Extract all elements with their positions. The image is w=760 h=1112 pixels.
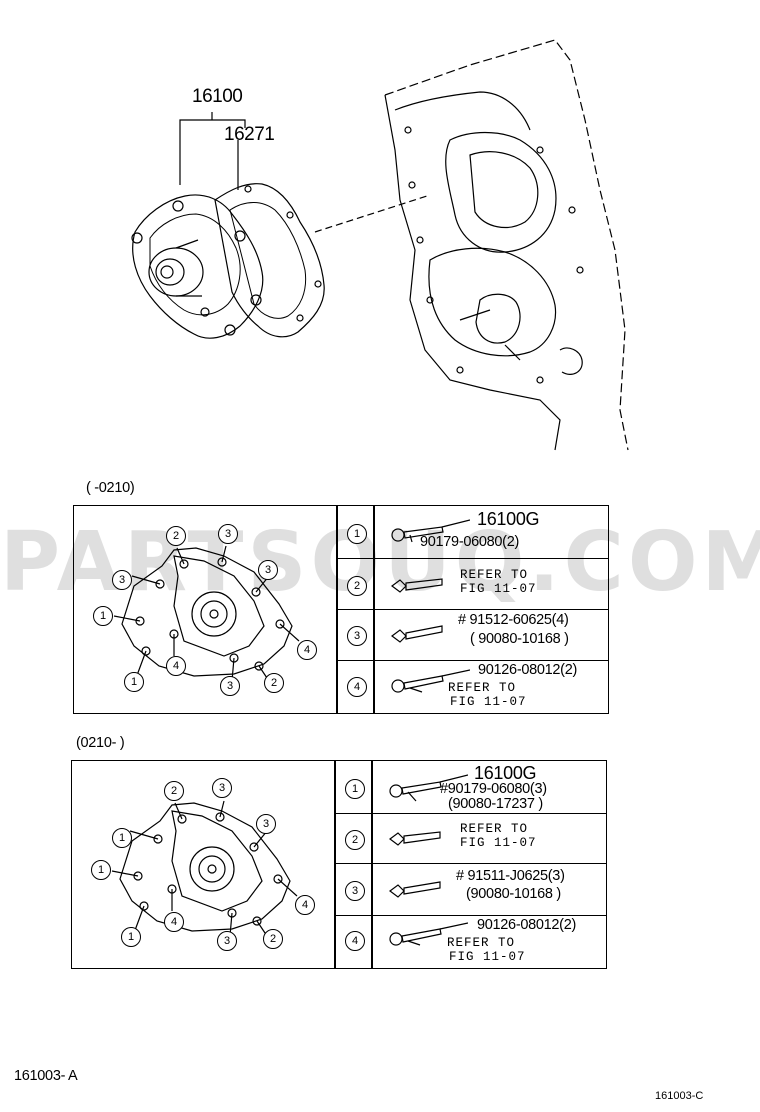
s2-r3-line2: (90080-10168 ) [466, 886, 561, 902]
section1-row-1 [338, 506, 608, 559]
row-callout-4: 4 [347, 677, 367, 697]
section2-row-3 [336, 864, 606, 916]
s1-r3-line2: ( 90080-10168 ) [470, 631, 569, 647]
callout-2: 2 [263, 929, 283, 949]
row-callout-1: 1 [347, 524, 367, 544]
s1-r4-line1: 90126-08012(2) [478, 662, 577, 678]
s2-r4-line1: 90126-08012(2) [477, 917, 576, 933]
row-callout-4: 4 [345, 931, 365, 951]
section2-row-1 [336, 761, 606, 814]
callout-3: 3 [212, 778, 232, 798]
s1-r4-line3: FIG 11-07 [450, 695, 527, 709]
figure-code-right: 161003-C [655, 1090, 704, 1102]
row-callout-3: 3 [347, 626, 367, 646]
section2-pump-outline [111, 800, 298, 937]
callout-1: 1 [91, 860, 111, 880]
s2-r1-line2: #90179-06080(3) [440, 781, 547, 797]
callout-3: 3 [218, 524, 238, 544]
s1-r3-line1: # 91512-60625(4) [458, 612, 569, 628]
row-callout-1: 1 [345, 779, 365, 799]
section2-bolt-icons [389, 774, 468, 946]
section2-header: (0210- ) [76, 735, 125, 751]
callout-3: 3 [217, 931, 237, 951]
callout-2: 2 [264, 673, 284, 693]
callout-4: 4 [295, 895, 315, 915]
callout-3: 3 [258, 560, 278, 580]
section2-table [71, 760, 607, 969]
s1-r1-line2: 90179-06080(2) [420, 534, 519, 550]
section2-row-2 [336, 814, 606, 864]
s1-r4-line2: REFER TO [448, 681, 517, 695]
s2-r4-line2: REFER TO [447, 936, 516, 950]
s2-r1-line3: (90080-17237 ) [448, 796, 543, 812]
callout-1: 1 [112, 828, 132, 848]
callout-3: 3 [112, 570, 132, 590]
callout-3: 3 [220, 676, 240, 696]
callout-1: 1 [124, 672, 144, 692]
callout-1: 1 [121, 927, 141, 947]
section1-header: ( -0210) [86, 480, 135, 496]
callout-4: 4 [297, 640, 317, 660]
callout-1: 1 [93, 606, 113, 626]
s2-r2-line1: REFER TO [460, 822, 529, 836]
row-callout-2: 2 [345, 830, 365, 850]
callout-4: 4 [166, 656, 186, 676]
section1-row-2 [338, 559, 608, 610]
callout-2: 2 [166, 526, 186, 546]
s1-r1-line1: 16100G [477, 509, 540, 529]
row-callout-3: 3 [345, 881, 365, 901]
section1-pump-outline [113, 545, 300, 682]
row-callout-2: 2 [347, 576, 367, 596]
callout-3: 3 [256, 814, 276, 834]
section1-bolt-icons [391, 519, 470, 693]
s1-r2-line2: FIG 11-07 [460, 582, 537, 596]
part-number-16100: 16100 [192, 86, 243, 107]
s2-r4-line3: FIG 11-07 [449, 950, 526, 964]
s2-r1-line1: 16100G [474, 763, 537, 783]
s2-r3-line1: # 91511-J0625(3) [456, 868, 565, 884]
callout-2: 2 [164, 781, 184, 801]
s1-r2-line1: REFER TO [460, 568, 529, 582]
part-number-16271: 16271 [224, 124, 275, 145]
callout-4: 4 [164, 912, 184, 932]
water-pump-exploded-illustration [131, 39, 629, 451]
section1-table [73, 505, 609, 714]
section1-row-3 [338, 610, 608, 661]
s2-r2-line2: FIG 11-07 [460, 836, 537, 850]
figure-code-left: 161003- A [14, 1068, 78, 1084]
